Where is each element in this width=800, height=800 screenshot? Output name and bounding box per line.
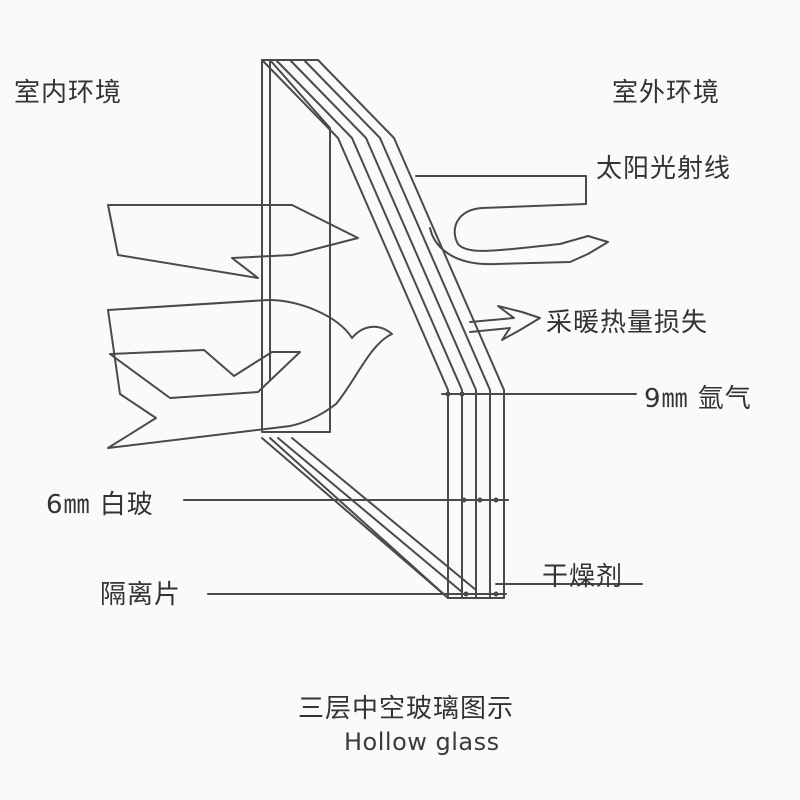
glass-pane-3 <box>289 59 477 599</box>
glass-pane-2 <box>275 59 463 599</box>
caption-title: 三层中空玻璃图示 <box>298 694 515 724</box>
heat-loss-arrow <box>469 305 541 341</box>
desiccant-label: 干燥剂 <box>542 562 624 592</box>
marker-dot <box>493 591 499 597</box>
marker-dot <box>463 591 469 597</box>
glass-pane-inner <box>261 59 331 433</box>
solar-ray-arrow <box>415 175 609 266</box>
glass-pane-4 <box>303 59 491 599</box>
arrow-indoor-3 <box>109 349 301 399</box>
argon-label: 9㎜ 氩气 <box>644 384 752 414</box>
glass-front-bottom-2 <box>277 437 463 593</box>
solar-ray-label: 太阳光射线 <box>596 154 732 184</box>
caption-subtitle: Hollow glass <box>344 728 500 756</box>
marker-dot <box>459 391 465 397</box>
glass-front-bottom-3 <box>291 437 477 591</box>
outdoor-label: 室外环境 <box>612 78 721 108</box>
marker-dot <box>461 497 467 503</box>
white-glass-label: 6㎜ 白玻 <box>46 490 154 520</box>
glass-pane-5 <box>317 59 505 599</box>
arrow-indoor-2 <box>107 299 393 449</box>
marker-dot <box>477 497 483 503</box>
glass-front-bottom <box>261 437 449 599</box>
marker-dot <box>493 497 499 503</box>
marker-dot <box>445 391 451 397</box>
heating-loss-label: 采暖热量损失 <box>546 308 709 338</box>
spacer-label: 隔离片 <box>100 580 182 610</box>
glass-pane-1 <box>261 59 449 599</box>
indoor-label: 室内环境 <box>14 78 123 108</box>
arrow-indoor-1 <box>107 204 359 279</box>
